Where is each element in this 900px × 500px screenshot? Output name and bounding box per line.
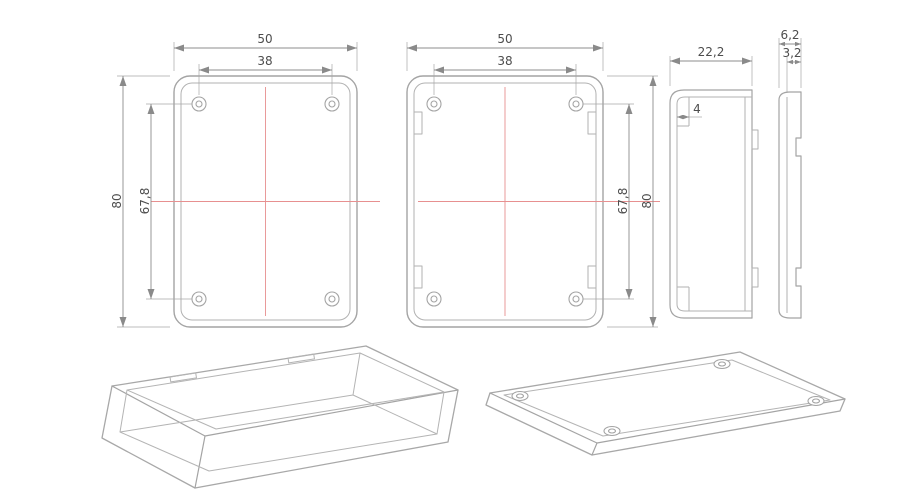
dim-lid-thickness: 6,2 <box>780 28 799 42</box>
screw-hole <box>191 96 207 112</box>
dim-lid-holes-x: 38 <box>497 54 512 68</box>
case-side-inner <box>676 96 752 312</box>
dim-case-width: 50 <box>257 32 272 46</box>
dimension-case-height: 80 <box>110 75 170 328</box>
case-side-outline <box>669 89 753 319</box>
screw-boss <box>713 358 731 370</box>
dimension-boss-wall: 4 <box>677 102 702 120</box>
dim-lid-holes-y: 67,8 <box>616 188 630 215</box>
dimension-case-depth: 22,2 <box>669 45 753 86</box>
screw-hole <box>568 96 584 112</box>
lid-iso-silhouette <box>485 351 846 456</box>
screw-hole <box>324 96 340 112</box>
screw-boss <box>807 395 825 407</box>
dimension-lid-holes-y: 67,8 <box>583 103 634 300</box>
screw-boss <box>603 425 621 437</box>
rim-slot <box>287 353 315 364</box>
dim-case-depth: 22,2 <box>698 45 725 59</box>
screw-boss <box>511 390 529 402</box>
case-iso-silhouette <box>101 345 459 489</box>
screw-hole <box>568 291 584 307</box>
lid-iso-rim-inner <box>503 359 831 437</box>
clip-rect <box>413 111 423 135</box>
dim-lid-height: 80 <box>640 193 654 208</box>
case-iso-inner-edge <box>352 352 361 396</box>
dimension-lid-thickness: 6,2 <box>778 28 802 88</box>
dimension-lid-holes-x: 38 <box>433 54 577 95</box>
iso-view-case <box>101 345 459 489</box>
clip-rect <box>587 265 597 289</box>
dimension-case-width: 50 <box>173 32 358 71</box>
dim-lid-inner-thickness: 3,2 <box>782 46 801 60</box>
clip-rect <box>413 265 423 289</box>
screw-hole <box>426 291 442 307</box>
iso-view-lid <box>485 351 846 456</box>
dimension-lid-inner-thickness: 3,2 <box>782 46 802 93</box>
dim-case-holes-x: 38 <box>257 54 272 68</box>
view-lid-side: 6,2 3,2 <box>778 28 802 319</box>
dimension-case-holes-y: 67,8 <box>138 103 192 300</box>
lid-iso-front-corner-edge <box>591 442 598 456</box>
clip-rect <box>751 129 759 150</box>
lid-side-outline <box>778 91 802 319</box>
screw-hole <box>324 291 340 307</box>
view-case-front: 50 38 80 67,8 <box>110 32 380 328</box>
dim-boss-wall: 4 <box>693 102 701 116</box>
dimension-lid-width: 50 <box>406 32 604 71</box>
view-case-side: 4 22,2 <box>669 45 759 319</box>
screw-hole <box>191 291 207 307</box>
dim-case-height: 80 <box>110 193 124 208</box>
screw-hole <box>426 96 442 112</box>
dim-lid-width: 50 <box>497 32 512 46</box>
clip-rect <box>751 267 759 288</box>
dimension-lid-height: 80 <box>607 75 658 328</box>
case-iso-inner-edge <box>119 389 128 433</box>
dimension-case-holes-x: 38 <box>198 54 333 95</box>
rim-slot <box>169 372 197 383</box>
lid-side-notched-edge <box>795 91 802 319</box>
dim-case-holes-y: 67,8 <box>138 188 152 215</box>
clip-rect <box>587 111 597 135</box>
case-iso-inner-edge <box>436 391 445 435</box>
view-lid-front: 50 38 67,8 80 <box>406 32 660 328</box>
case-iso-front-corner-edge <box>194 435 206 489</box>
